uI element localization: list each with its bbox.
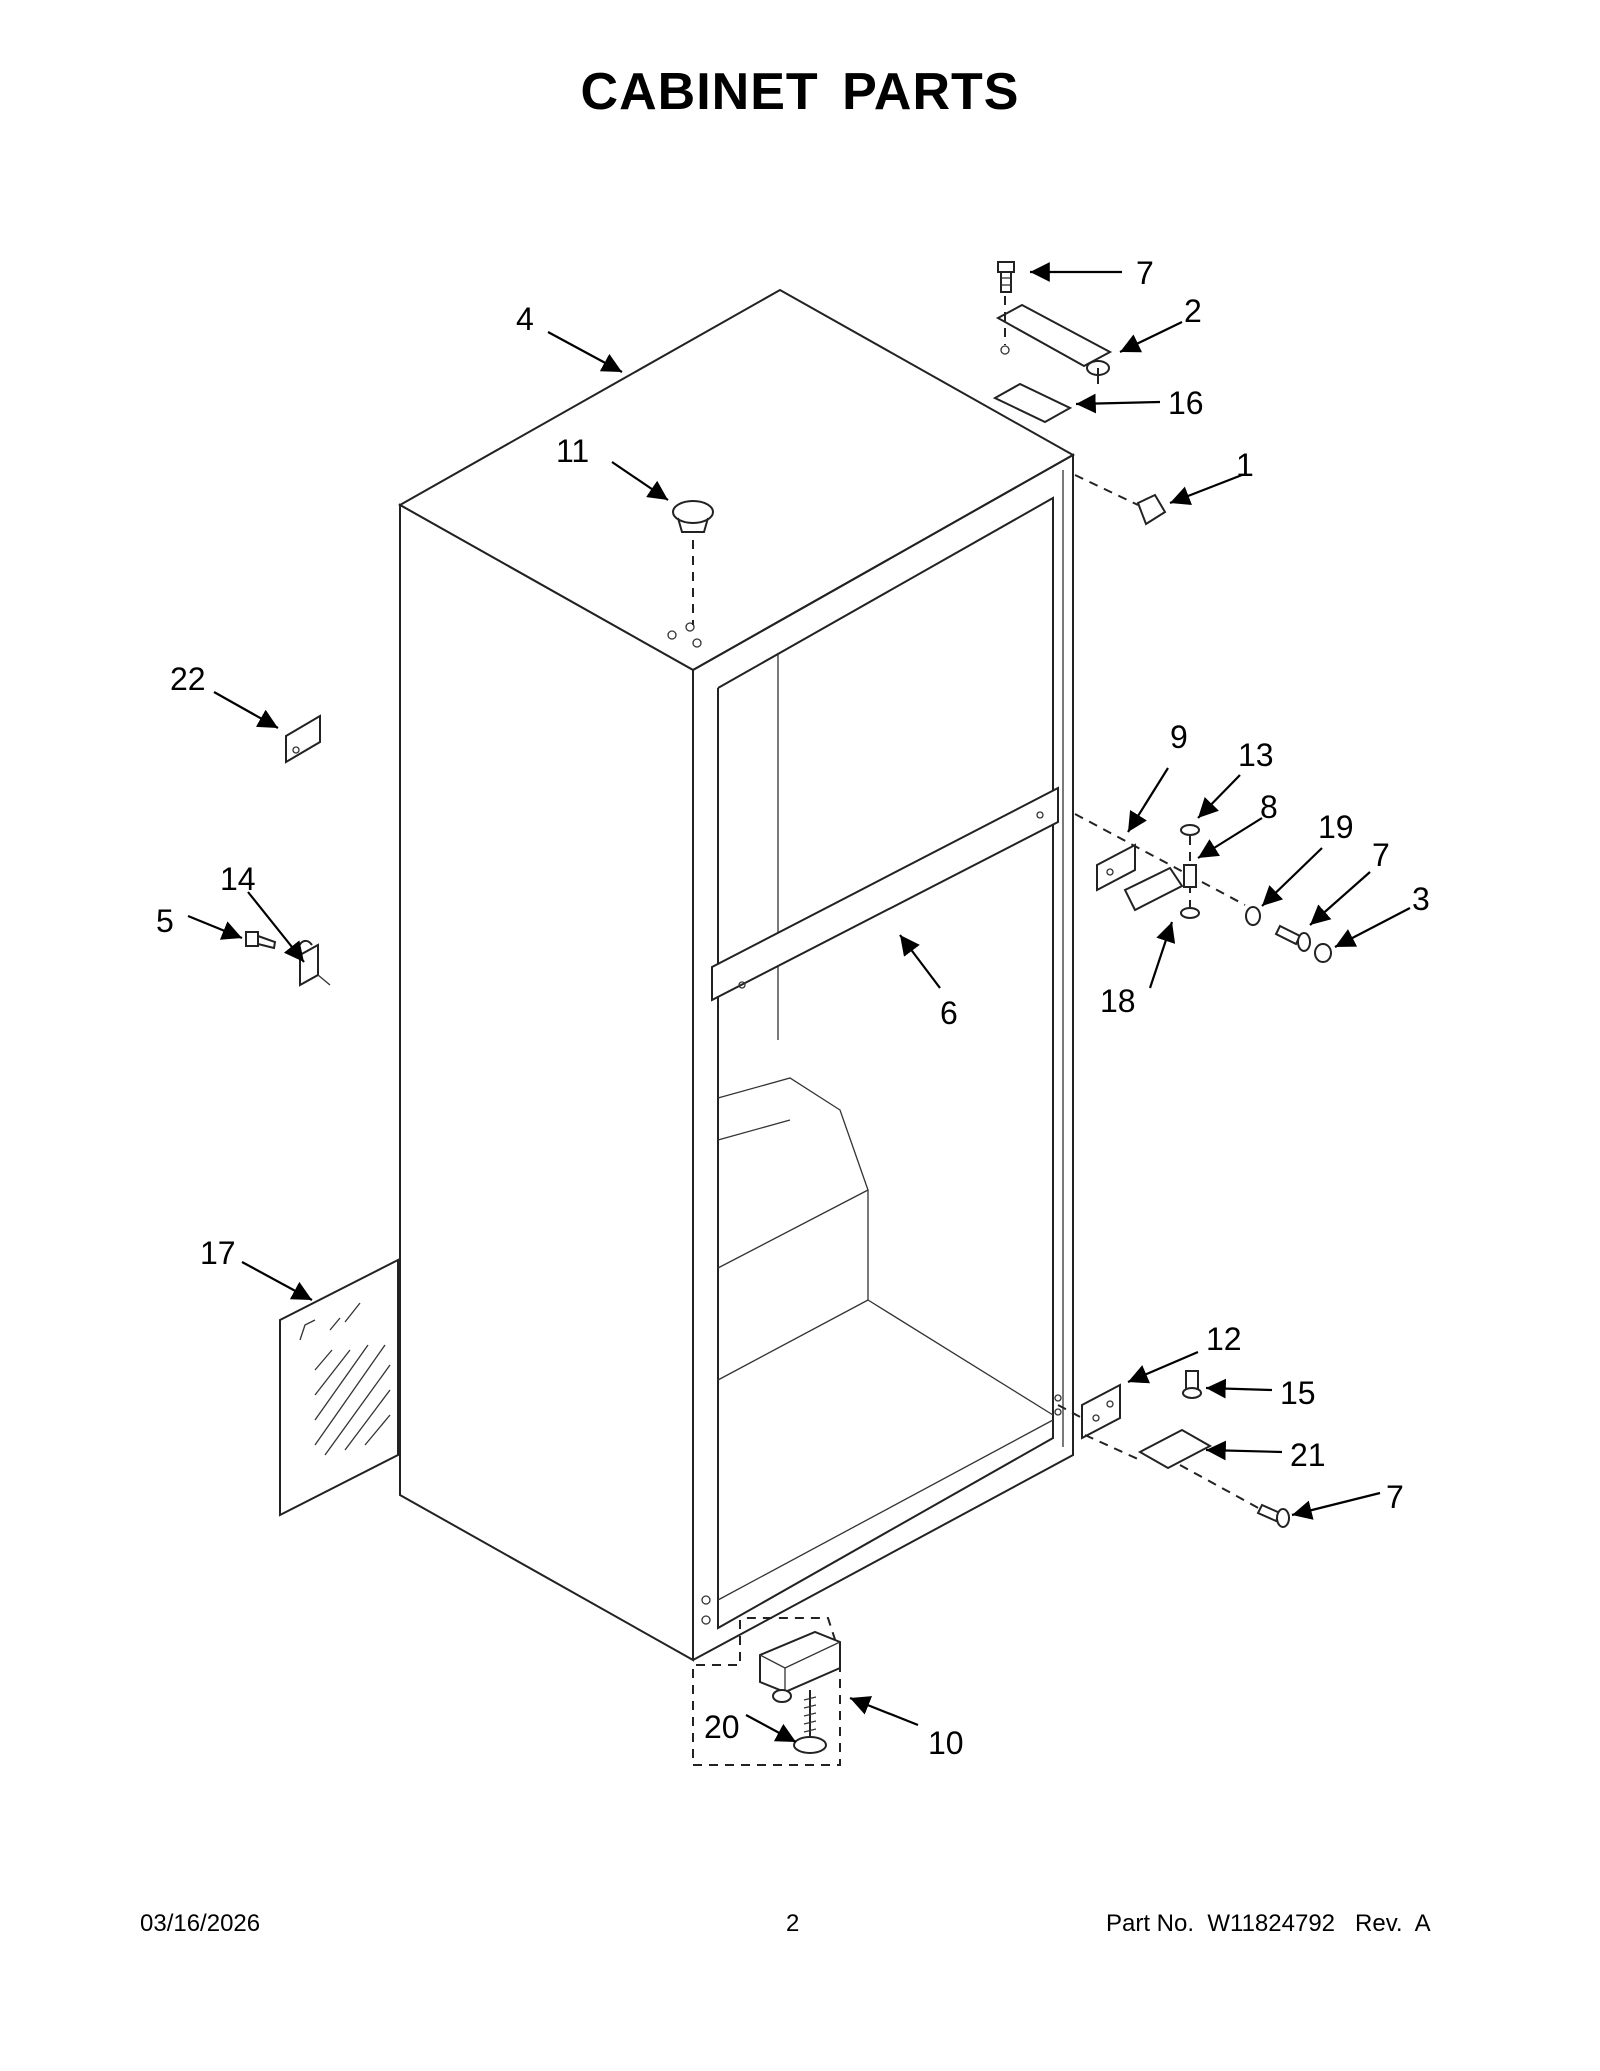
callout-21: 21 (1290, 1437, 1326, 1473)
footer-part-number: Part No. W11824792 Rev. A (1106, 1910, 1431, 1937)
callout-19: 19 (1318, 809, 1354, 845)
page-title: CABINET PARTS (580, 63, 1020, 121)
callout-4: 4 (516, 301, 534, 337)
center-hinge-assembly (1074, 813, 1332, 963)
upper-hinge-assembly (992, 261, 1113, 424)
callout-20: 20 (704, 1709, 740, 1745)
lower-hinge-assembly (1057, 1370, 1290, 1528)
rear-panel-part-17 (279, 1258, 399, 1517)
plug-part-11 (672, 500, 714, 625)
callout-17: 17 (200, 1235, 236, 1271)
hinge-cover-part-1 (1074, 474, 1167, 526)
callout-3: 3 (1412, 881, 1430, 917)
callout-9: 9 (1170, 719, 1188, 755)
callout-13: 13 (1238, 737, 1274, 773)
clip-part-14-and-screw-part-5 (245, 931, 331, 987)
callout-1: 1 (1236, 447, 1254, 483)
callout-7-top: 7 (1136, 255, 1154, 291)
footer-date: 03/16/2026 (140, 1910, 261, 1937)
callout-5: 5 (156, 903, 174, 939)
cabinet-body (397, 288, 1076, 1662)
leader-lines (187, 262, 1411, 1743)
callout-15: 15 (1280, 1375, 1316, 1411)
callout-7-middle: 7 (1372, 837, 1390, 873)
callout-2: 2 (1184, 293, 1202, 329)
callout-6: 6 (940, 995, 958, 1031)
callout-22: 22 (170, 661, 206, 697)
callout-12: 12 (1206, 1321, 1242, 1357)
footer-page-number: 2 (786, 1910, 800, 1937)
callout-8: 8 (1260, 789, 1278, 825)
callout-14: 14 (220, 861, 256, 897)
callout-18: 18 (1100, 983, 1136, 1019)
callout-7-bottom: 7 (1386, 1479, 1404, 1515)
callout-10: 10 (928, 1725, 964, 1761)
callout-16: 16 (1168, 385, 1204, 421)
bracket-part-22 (285, 714, 321, 764)
callout-11: 11 (556, 433, 589, 469)
roller-part-10-and-leg-part-20 (692, 1617, 841, 1766)
callout-labels: 7 2 4 16 11 1 22 9 13 8 19 7 3 14 5 6 18… (156, 255, 1430, 1761)
